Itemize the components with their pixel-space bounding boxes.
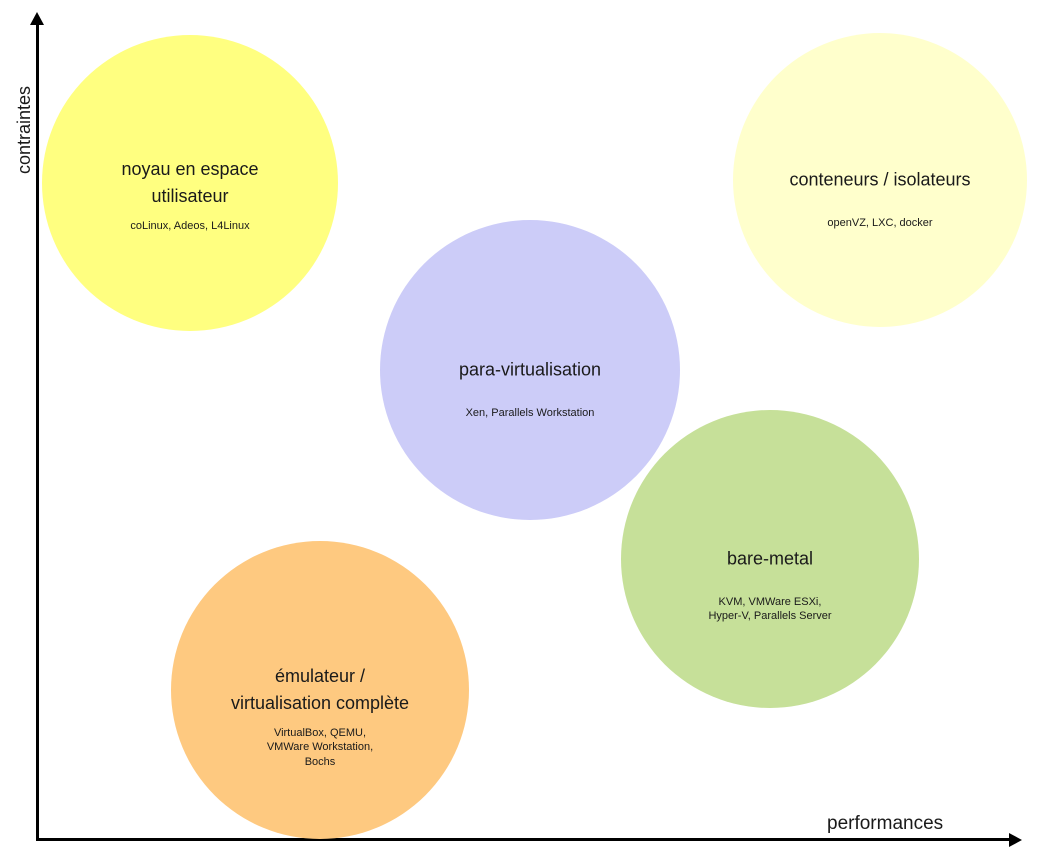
bubble-para-virtualisation: para-virtualisation Xen, Parallels Works… bbox=[380, 220, 680, 520]
bubble-title: para-virtualisation bbox=[458, 359, 602, 380]
bubble-emulateur-virtualisation-complete: émulateur / virtualisation complète Virt… bbox=[171, 541, 469, 839]
bubble-subtitle: KVM, VMWare ESXi, Hyper-V, Parallels Ser… bbox=[708, 596, 832, 623]
y-axis-label: contraintes bbox=[14, 85, 34, 174]
x-axis-arrow-icon bbox=[1009, 833, 1022, 847]
y-axis-arrow-icon bbox=[30, 12, 44, 25]
bubble-title: bare-metal bbox=[726, 548, 814, 569]
bubble-subtitle: VirtualBox, QEMU, VMWare Workstation, Bo… bbox=[266, 727, 374, 768]
y-axis-line bbox=[36, 22, 39, 841]
bubble-bare-metal: bare-metal KVM, VMWare ESXi, Hyper-V, Pa… bbox=[621, 410, 919, 708]
bubble-title: conteneurs / isolateurs bbox=[789, 169, 971, 190]
bubble-conteneurs-isolateurs: conteneurs / isolateurs openVZ, LXC, doc… bbox=[733, 33, 1027, 327]
x-axis-label: performances bbox=[827, 813, 944, 834]
bubble-subtitle: coLinux, Adeos, L4Linux bbox=[130, 220, 250, 232]
bubble-subtitle: Xen, Parallels Workstation bbox=[465, 407, 595, 419]
x-axis-line bbox=[36, 838, 1011, 841]
bubble-title: émulateur / virtualisation complète bbox=[230, 666, 410, 713]
bubble-noyau-espace-utilisateur: noyau en espace utilisateur coLinux, Ade… bbox=[42, 35, 338, 331]
bubble-title: noyau en espace utilisateur bbox=[121, 159, 259, 206]
bubble-subtitle: openVZ, LXC, docker bbox=[827, 217, 933, 229]
